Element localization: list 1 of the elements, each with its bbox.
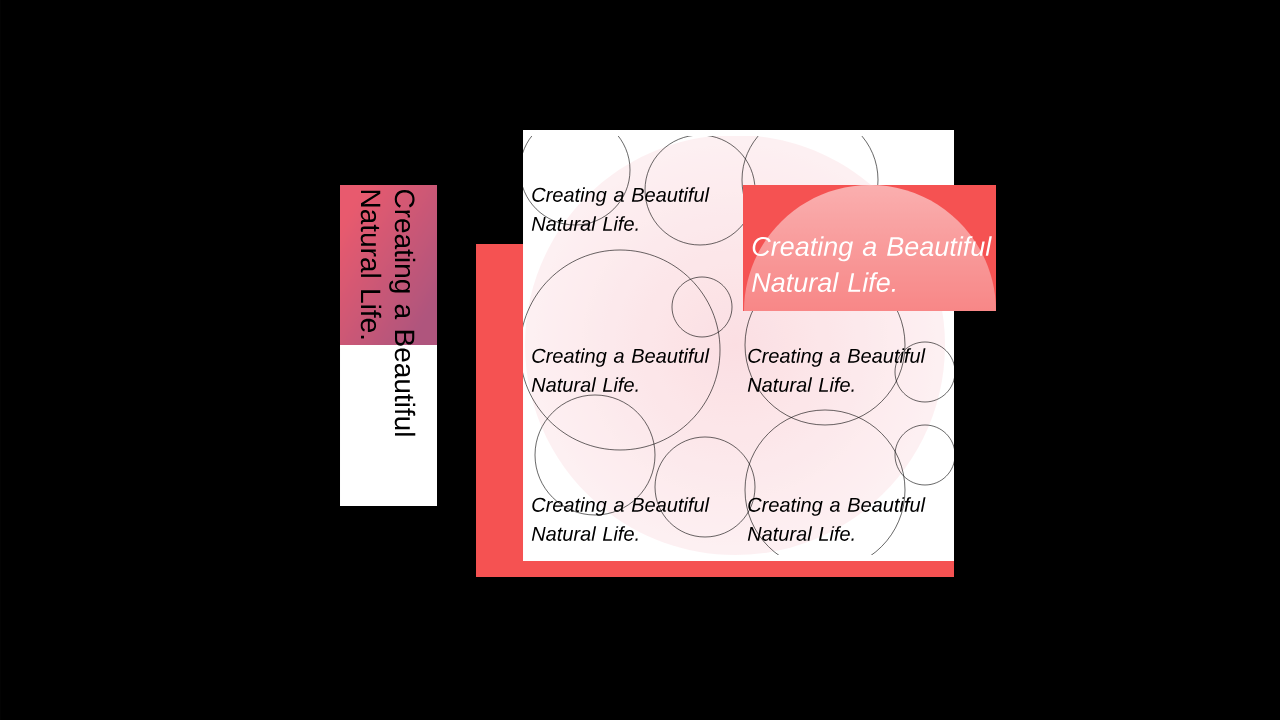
text-card: Creating a Beautiful Natural Life. [340,185,437,506]
